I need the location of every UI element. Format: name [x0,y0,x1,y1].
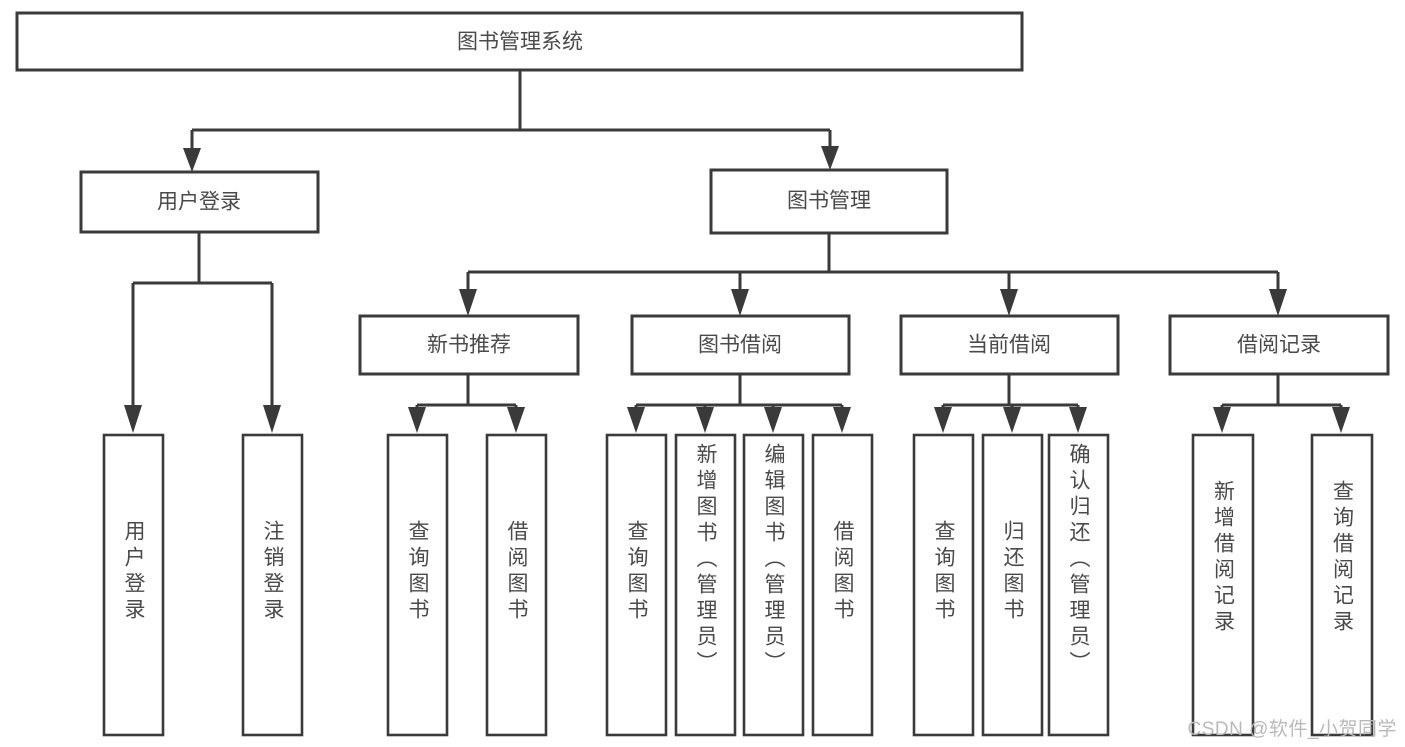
arrow-leaf-bb-edit [764,407,782,433]
leaf-bb-query-book[interactable] [605,433,668,737]
node-current-borrow[interactable] [899,314,1120,376]
node-user-login[interactable] [79,170,320,234]
leaf-nb-query-book[interactable] [386,433,449,737]
node-book-manage-label: 图书管理 [787,190,871,213]
arrow-leaf-nb-borrow [507,407,525,433]
leaf-br-query-record[interactable] [1310,433,1374,737]
node-new-book-recommend[interactable] [358,314,580,376]
node-borrow-record[interactable] [1168,314,1390,376]
arrow-leaf-br-add [1213,407,1231,433]
node-new-book-recommend-label: 新书推荐 [427,334,511,357]
leaf-cb-return-book[interactable] [981,433,1044,737]
leaf-user-login[interactable] [102,433,165,737]
arrow-to-borrow-record [1269,289,1287,316]
arrow-leaf-nb-query [408,407,426,433]
leaf-bb-edit-book[interactable] [742,433,805,737]
arrow-leaf-bb-query [627,407,645,433]
node-root-system[interactable] [15,11,1024,72]
leaf-logout[interactable] [241,433,304,737]
leaf-cb-query-book[interactable] [912,433,975,737]
node-borrow-record-label: 借阅记录 [1237,334,1321,357]
arrow-to-book-manage [821,146,839,170]
arrow-to-user-login [183,148,201,172]
leaf-bb-borrow-book[interactable] [811,433,874,737]
node-user-login-label: 用户登录 [157,191,241,214]
arrow-leaf-logout [263,405,281,433]
arrow-leaf-cb-confirm [1069,407,1087,433]
node-book-borrow[interactable] [630,314,851,376]
arrow-to-current-borrow [1000,289,1018,316]
arrow-leaf-br-query [1332,407,1350,433]
watermark-csdn: CSDN @软件_小贺同学 [1187,719,1397,740]
arrow-leaf-cb-query [934,407,952,433]
arrow-to-new-book [459,289,477,316]
node-book-borrow-label: 图书借阅 [698,334,782,357]
leaf-bb-add-book[interactable] [674,433,737,737]
arrow-leaf-cb-return [1003,407,1021,433]
arrow-leaf-bb-borrow [833,407,851,433]
arrow-leaf-user-login [124,405,142,433]
node-root-system-label: 图书管理系统 [457,31,583,54]
connector-layer [124,70,1350,433]
node-layer: 图书管理系统 用户登录 图书管理 新书推荐 图书借阅 当前借阅 借阅记录 [15,11,1390,737]
node-book-manage[interactable] [709,168,949,235]
leaf-br-add-record[interactable] [1191,433,1255,737]
arrow-leaf-bb-add [696,407,714,433]
leaf-nb-borrow-book[interactable] [485,433,548,737]
leaf-cb-confirm-return[interactable] [1047,433,1110,737]
node-current-borrow-label: 当前借阅 [967,334,1051,357]
arrow-to-book-borrow [731,289,749,316]
